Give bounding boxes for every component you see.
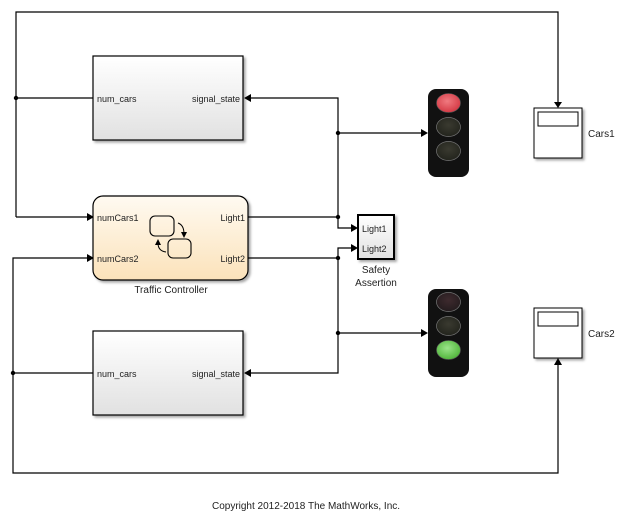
input-port-numcars1: numCars1 (97, 213, 139, 223)
red-lamp-on (436, 93, 461, 113)
yellow-lamp-off (436, 117, 461, 137)
input-port-light1: Light1 (362, 224, 387, 234)
junction (335, 255, 341, 261)
copyright-text: Copyright 2012-2018 The MathWorks, Inc. (212, 501, 400, 512)
traffic-controller-chart[interactable]: numCars1 numCars2 Light1 Light2 Traffic … (92, 195, 249, 296)
display-readout (537, 311, 579, 327)
traffic-light-2[interactable] (428, 289, 469, 377)
subsystem-bottom[interactable]: num_cars signal_state (92, 330, 244, 416)
wire-bottom-loop[interactable] (12, 257, 559, 474)
arrow-cars1-in (554, 102, 562, 108)
stateflow-chart-icon (149, 215, 192, 259)
wire-top-loop[interactable] (15, 11, 559, 217)
wires (10, 11, 562, 474)
arrow-bottom-signal-state (244, 369, 251, 377)
safety-assertion-label-line2: Assertion (355, 278, 397, 289)
output-port-signal-state: signal_state (192, 94, 240, 104)
arrow-numcars1 (87, 213, 94, 221)
input-port-num-cars: num_cars (97, 369, 137, 379)
display-cars2[interactable]: Cars2 (533, 307, 615, 359)
green-lamp-off (436, 141, 461, 161)
junction (10, 370, 16, 376)
traffic-controller-label: Traffic Controller (134, 285, 208, 296)
display-cars1-label: Cars1 (588, 129, 615, 140)
arrow-cars2-in (554, 358, 562, 365)
output-port-light1: Light1 (220, 213, 245, 223)
input-port-numcars2: numCars2 (97, 254, 139, 264)
yellow-lamp-off (436, 316, 461, 336)
input-port-light2: Light2 (362, 244, 387, 254)
input-port-num-cars: num_cars (97, 94, 137, 104)
wire-light2-to-assertion[interactable] (337, 247, 352, 258)
safety-assertion-label-line1: Safety (362, 265, 390, 276)
arrow-traffic-light-1 (421, 129, 428, 137)
safety-assertion-block[interactable]: Light1 Light2 Safety Assertion (355, 214, 397, 289)
display-cars2-label: Cars2 (588, 329, 615, 340)
wire-light1-to-assertion[interactable] (337, 217, 352, 229)
arrow-assertion-light1 (351, 224, 358, 232)
display-cars1[interactable]: Cars1 (533, 107, 615, 159)
output-port-light2: Light2 (220, 254, 245, 264)
display-readout (537, 111, 579, 127)
green-lamp-on (436, 340, 461, 360)
arrow-traffic-light-2 (421, 329, 428, 337)
junction (335, 130, 341, 136)
arrow-top-signal-state (244, 94, 251, 102)
junction (335, 330, 341, 336)
traffic-light-1[interactable] (428, 89, 469, 177)
arrow-numcars2 (87, 254, 94, 262)
junction (13, 95, 19, 101)
arrow-assertion-light2 (351, 244, 358, 252)
red-lamp-off (436, 292, 461, 312)
wire-light2-to-bottom-subsystem[interactable] (250, 258, 339, 374)
subsystem-top[interactable]: num_cars signal_state (92, 55, 244, 141)
wire-light1-to-top-subsystem[interactable] (250, 97, 339, 217)
output-port-signal-state: signal_state (192, 369, 240, 379)
